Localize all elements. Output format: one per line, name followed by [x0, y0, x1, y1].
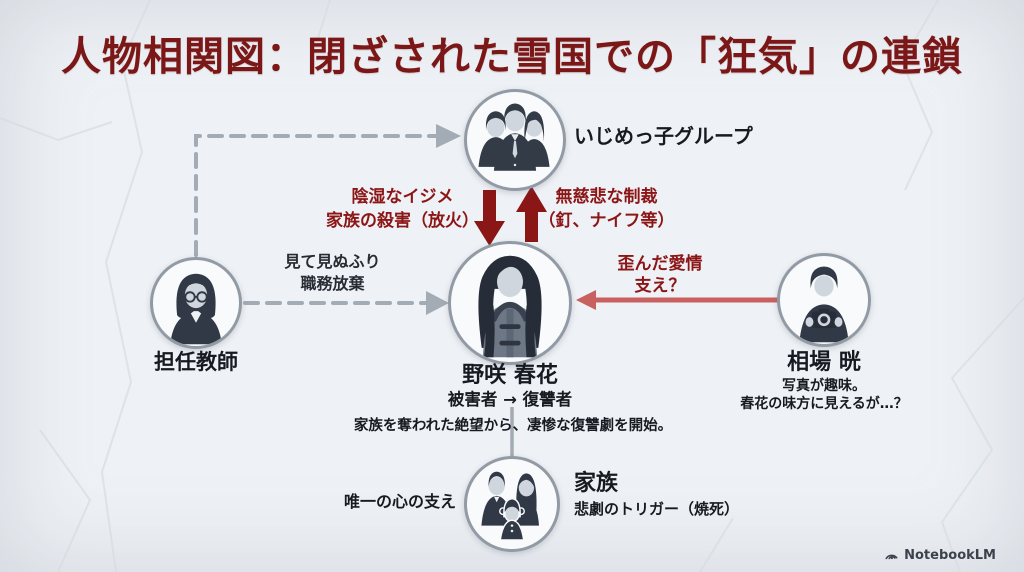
- edge-label-teacher: 見て見ぬふり 職務放棄: [240, 251, 425, 295]
- edge-label-aiba-line2: 支え？: [634, 276, 686, 296]
- node-haruka: [448, 241, 572, 365]
- girl-long-hair-coat-icon: [478, 255, 542, 358]
- footer-brand-text: NotebookLM: [904, 548, 996, 563]
- arrowhead-right-icon: [436, 124, 461, 148]
- aiba-note-line2: 春花の味方に見えるが…？: [740, 396, 908, 412]
- boy-with-camera-icon: [799, 266, 849, 343]
- haruka-name: 野咲 春花: [462, 363, 558, 388]
- aiba-name: 相場 晄: [787, 350, 861, 375]
- node-family: [464, 456, 560, 552]
- page-title: 人物相関図：閉ざされた雪国での「狂気」の連鎖: [61, 33, 963, 80]
- family-note: 悲劇のトリガー（焼死）: [574, 500, 740, 518]
- family-icon: [481, 471, 539, 541]
- notebooklm-icon: [885, 554, 898, 560]
- edge-label-sanction-line1: 無慈悲な制裁: [555, 187, 658, 207]
- family-label: 家族: [574, 471, 619, 496]
- edge-label-teacher-line2: 職務放棄: [300, 274, 365, 293]
- node-aiba: [777, 253, 871, 347]
- family-relation-label: 唯一の心の支え: [343, 492, 456, 511]
- teacher-label: 担任教師: [154, 350, 238, 374]
- teacher-woman-icon: [170, 273, 222, 345]
- node-bully-group: [464, 89, 566, 191]
- edge-label-bullying-line2: 家族の殺害（放火）: [326, 211, 479, 231]
- edge-label-sanction: 無慈悲な制裁 （釘、ナイフ等）: [504, 185, 709, 233]
- edge-label-aiba: 歪んだ愛情 支え？: [570, 253, 750, 297]
- arrowhead-right-icon: [426, 291, 449, 315]
- bully-group-icon: [478, 103, 550, 171]
- node-teacher: [150, 257, 242, 349]
- aiba-note-line1: 写真が趣味。: [782, 378, 866, 394]
- edge-label-aiba-line1: 歪んだ愛情: [617, 254, 703, 274]
- edge-label-teacher-line1: 見て見ぬふり: [284, 252, 381, 271]
- footer-brand: NotebookLM: [884, 548, 996, 563]
- edge-label-bullying: 陰湿なイジメ 家族の殺害（放火）: [300, 185, 505, 233]
- haruka-role: 被害者 → 復讐者: [447, 390, 573, 409]
- haruka-description: 家族を奪われた絶望から、凄惨な復讐劇を開始。: [353, 418, 673, 434]
- edge-label-sanction-line2: （釘、ナイフ等）: [538, 211, 675, 231]
- bully-group-label: いじめっ子グループ: [574, 124, 753, 148]
- edge-label-bullying-line1: 陰湿なイジメ: [351, 187, 454, 207]
